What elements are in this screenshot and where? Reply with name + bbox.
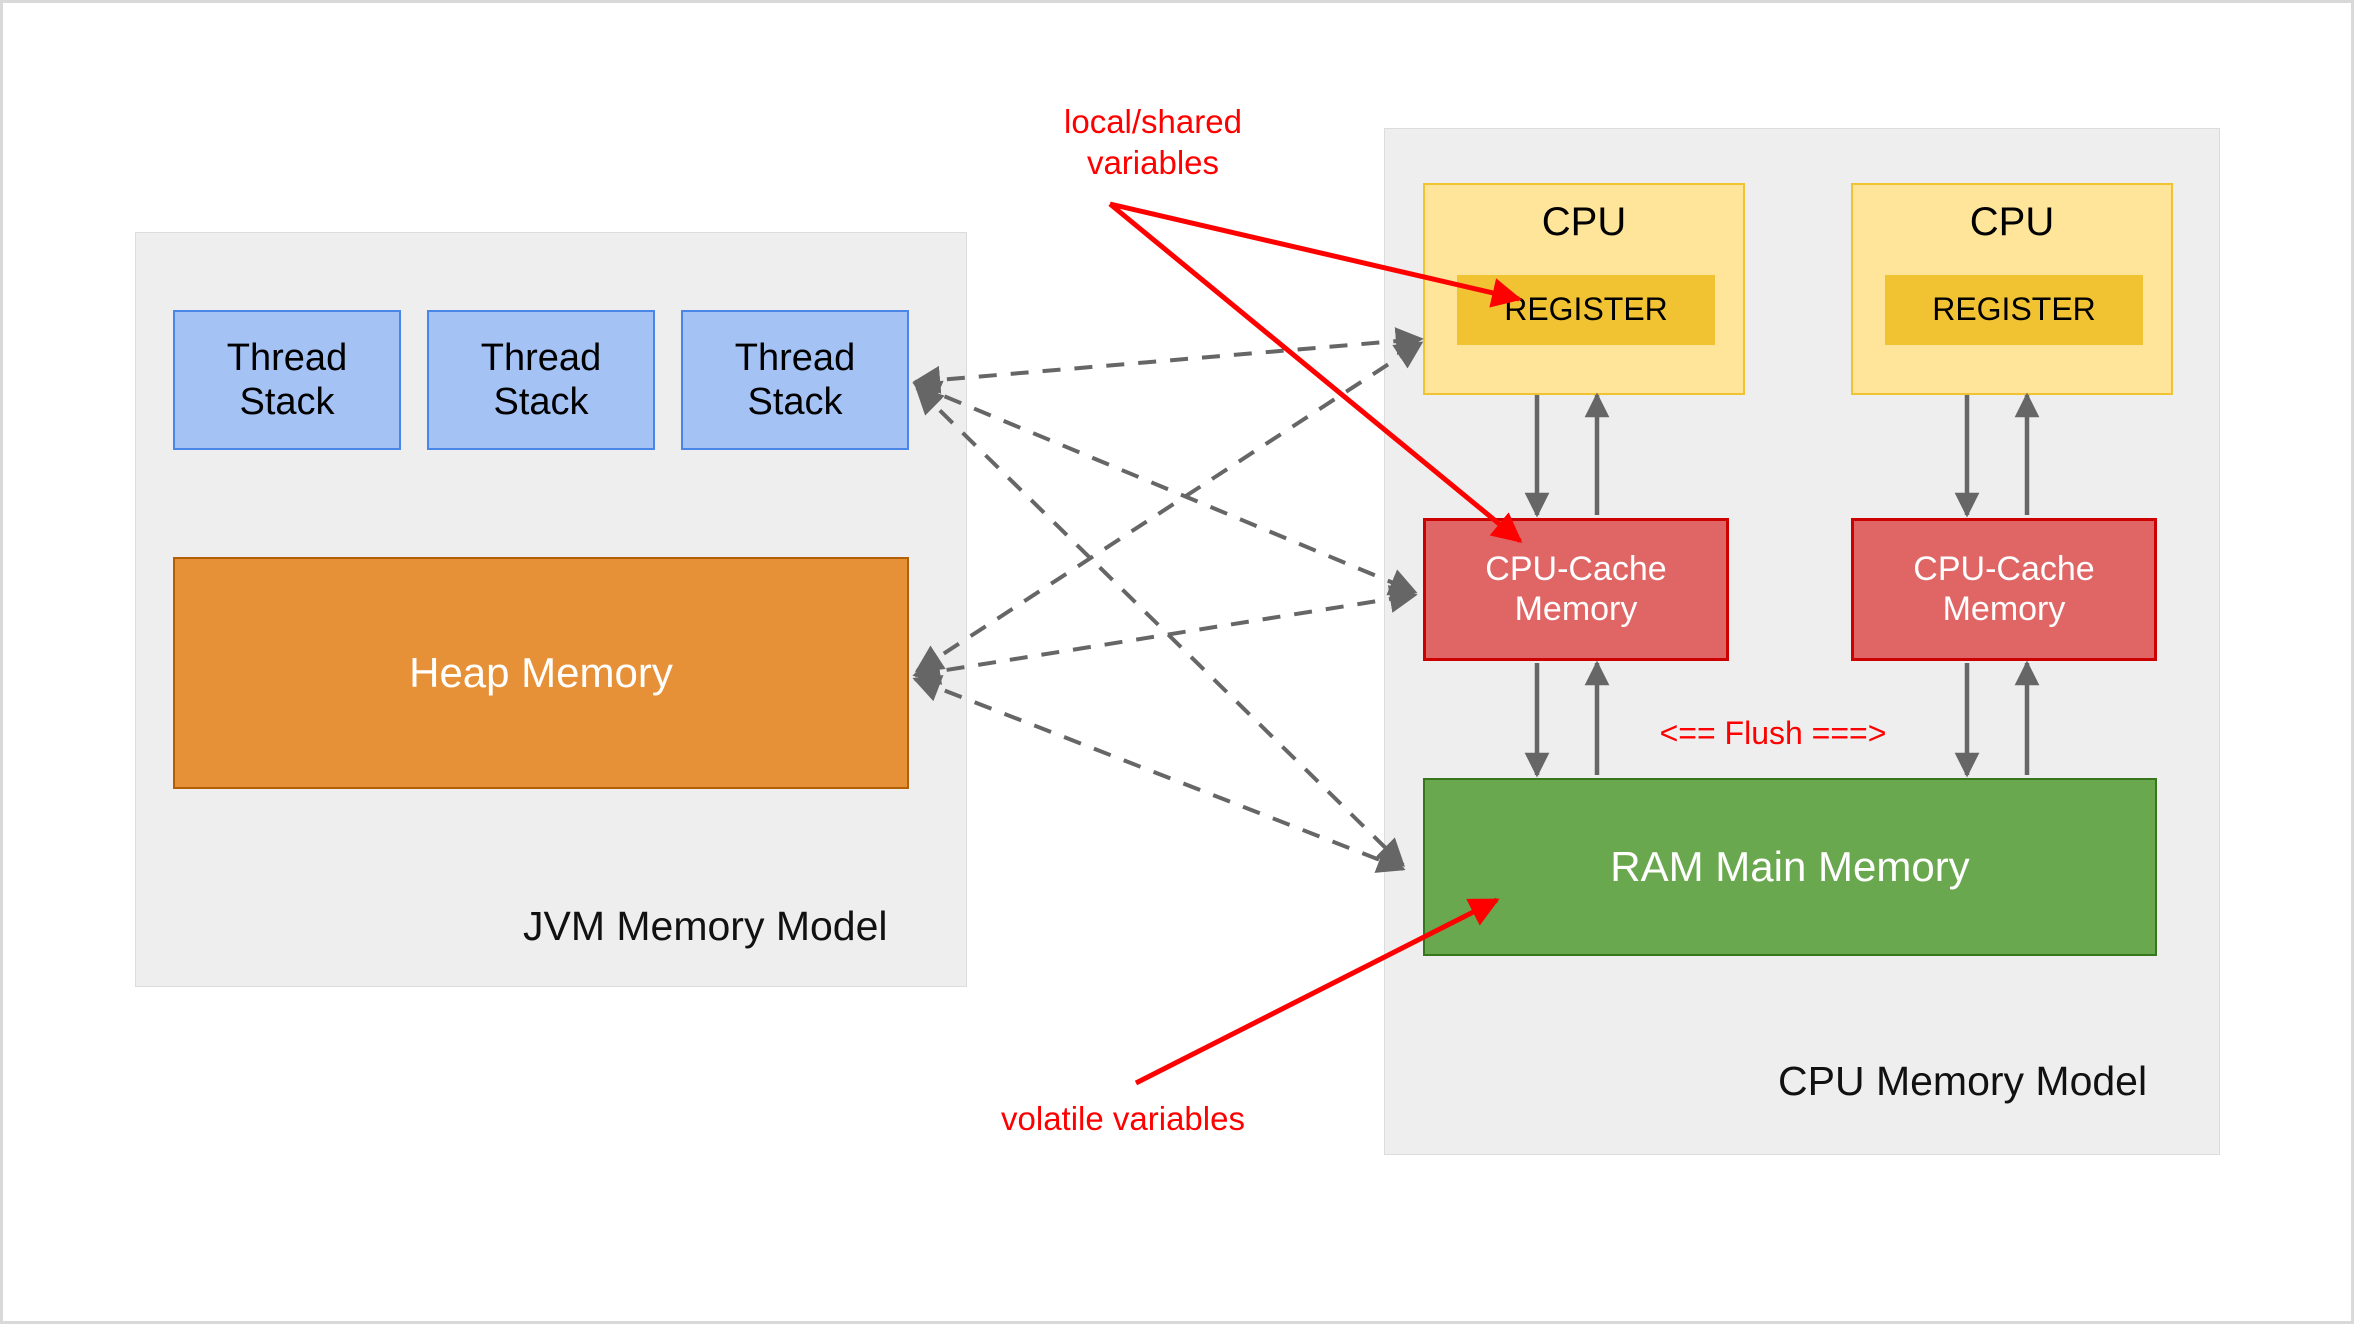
- cpu-label-2: CPU: [1969, 200, 2055, 244]
- cpu-cache-label-2: CPU-Cache Memory: [1913, 550, 2095, 628]
- jvm-memory-model-title: JVM Memory Model: [523, 903, 888, 949]
- connector-heap-cache: [912, 585, 1418, 685]
- connector-threadstack-register: [912, 327, 1424, 394]
- ram-main-memory-label: RAM Main Memory: [1610, 842, 1970, 890]
- cpu-memory-model-title: CPU Memory Model: [1778, 1058, 2148, 1104]
- thread-stack-box-3[interactable]: Thread Stack: [681, 310, 909, 450]
- connector-threadstack-ram: [915, 386, 1405, 867]
- cpu-cache-label-1: CPU-Cache Memory: [1485, 550, 1667, 628]
- thread-stack-label-1: Thread Stack: [226, 336, 348, 423]
- connector-heap-register: [914, 341, 1424, 673]
- thread-stack-label-2: Thread Stack: [480, 336, 602, 423]
- thread-stack-box-1[interactable]: Thread Stack: [173, 310, 401, 450]
- connector-threadstack-cache: [912, 380, 1418, 596]
- register-label-2: REGISTER: [1932, 291, 2096, 328]
- thread-stack-box-2[interactable]: Thread Stack: [427, 310, 655, 450]
- cpu-cache-memory-box-2[interactable]: CPU-Cache Memory: [1851, 518, 2157, 661]
- register-box-2[interactable]: REGISTER: [1885, 275, 2143, 345]
- thread-stack-label-3: Thread Stack: [734, 336, 856, 423]
- heap-memory-box[interactable]: Heap Memory: [173, 557, 909, 789]
- cpu-box-2[interactable]: CPU REGISTER: [1851, 183, 2173, 395]
- local-shared-variables-label: local/shared variables: [1064, 103, 1242, 182]
- heap-memory-label: Heap Memory: [409, 648, 673, 696]
- ram-main-memory-box[interactable]: RAM Main Memory: [1423, 778, 2157, 956]
- register-box-1[interactable]: REGISTER: [1457, 275, 1715, 345]
- flush-label: <== Flush ===>: [1659, 715, 1887, 751]
- volatile-variables-label: volatile variables: [1001, 1100, 1245, 1137]
- cpu-label-1: CPU: [1541, 200, 1627, 244]
- connector-heap-ram: [912, 675, 1406, 873]
- cpu-cache-memory-box-1[interactable]: CPU-Cache Memory: [1423, 518, 1729, 661]
- register-label-1: REGISTER: [1504, 291, 1668, 328]
- cpu-box-1[interactable]: CPU REGISTER: [1423, 183, 1745, 395]
